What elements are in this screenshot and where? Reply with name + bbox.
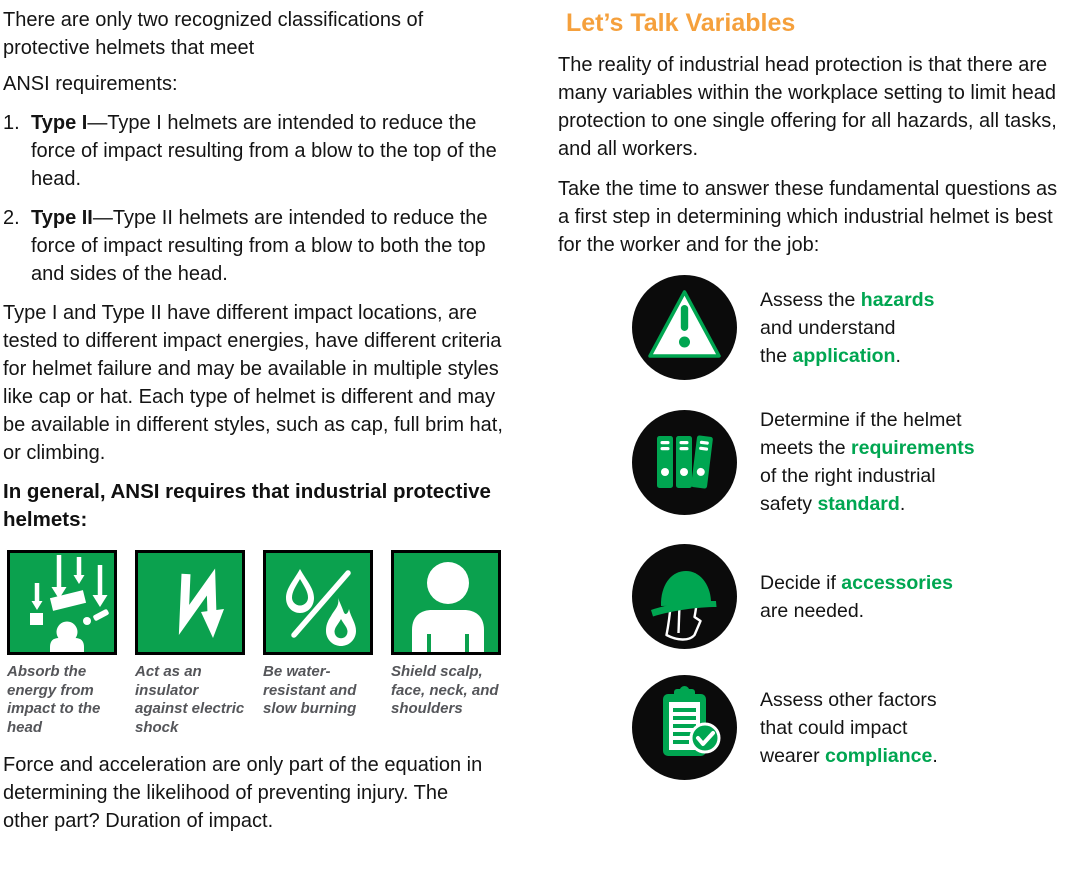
tile-caption: Shield scalp, face, neck, and shoulders [391,663,499,717]
person-shield-icon [391,550,501,655]
helmet-type-list: 1. Type I—Type I helmets are intended to… [3,109,515,288]
variables-paragraph-1: The reality of industrial head protectio… [558,54,1057,160]
left-column: There are only two recognized classifica… [3,6,515,835]
tile-insulator: Act as an insulator against electric sho… [135,550,246,737]
variables-paragraph-2: Take the time to answer these fundamenta… [558,178,1058,256]
binders-icon [632,409,737,515]
requirement-tiles-row: Absorb the energy from impact to the hea… [7,550,515,737]
list-item-type-1: 1. Type I—Type I helmets are intended to… [3,109,515,193]
tile-water-resistant: Be water-resistant and slow burning [263,550,374,737]
list-item-text: Type II—Type II helmets are intended to … [31,207,488,285]
tile-caption: Act as an insulator against electric sho… [135,663,245,736]
list-number: 1. [3,112,20,134]
closing-paragraph: Force and acceleration are only part of … [3,754,483,832]
requirements-heading: In general, ANSI requires that industria… [3,480,491,531]
helmet-icon [632,544,737,649]
type-differences-paragraph: Type I and Type II have different impact… [3,302,503,464]
warning-triangle-icon [632,275,737,380]
tile-caption: Absorb the energy from impact to the hea… [7,663,101,736]
ansi-requirements-line: ANSI requirements: [3,73,178,95]
intro-paragraph: There are only two recognized classifica… [3,9,424,59]
clipboard-check-icon [632,675,737,780]
right-column: Let’s Talk Variables The reality of indu… [558,8,1073,806]
section-heading: Let’s Talk Variables [566,9,796,37]
list-item-type-2: 2. Type II—Type II helmets are intended … [3,204,515,288]
tile-absorb-energy: Absorb the energy from impact to the hea… [7,550,118,737]
tile-shield: Shield scalp, face, neck, and shoulders [391,550,502,737]
electric-shock-icon [135,550,245,655]
water-flame-icon [263,550,373,655]
falling-objects-icon [7,550,117,655]
list-item-text: Type I—Type I helmets are intended to re… [31,112,497,190]
list-number: 2. [3,207,20,229]
tile-caption: Be water-resistant and slow burning [263,663,357,717]
